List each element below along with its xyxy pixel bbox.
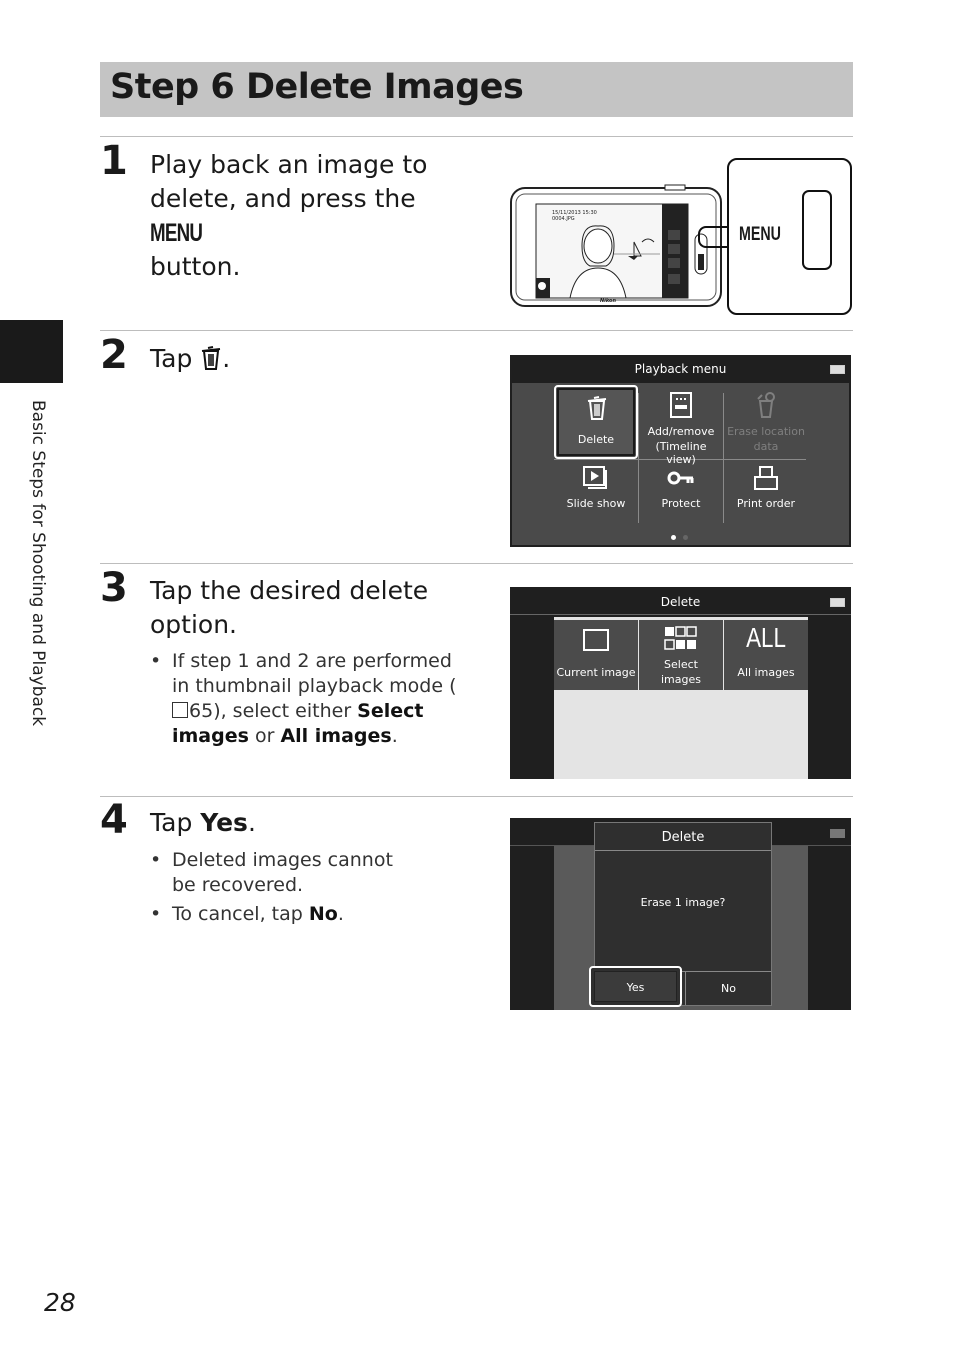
delete-option-label: All images xyxy=(737,666,795,679)
grid-icon xyxy=(664,626,697,650)
menu-item-slide-show[interactable]: Slide show xyxy=(554,461,638,521)
step-1-line2-text: delete, and press the xyxy=(150,184,416,213)
camera-date: 15/11/2013 15:30 xyxy=(552,210,597,216)
step-3-bullets: If step 1 and 2 are performed in thumbna… xyxy=(150,649,460,753)
menu-item-erase-location[interactable]: Erase location data xyxy=(724,385,808,457)
menu-item-label-2: (Timeline view) xyxy=(655,440,707,466)
step-4-text-a: Tap xyxy=(150,808,201,837)
step-number: 2 xyxy=(100,332,128,378)
menu-button-label: MENU xyxy=(739,224,781,245)
menu-callout-connector xyxy=(698,226,730,248)
playback-menu-title: Playback menu xyxy=(634,362,727,376)
playback-menu-screen: Playback menu Delete Add/remove (Timelin… xyxy=(510,355,851,547)
print-icon xyxy=(754,466,778,490)
delete-option-label-2: images xyxy=(661,673,701,686)
menu-button[interactable] xyxy=(802,190,832,270)
menu-item-label-2: data xyxy=(753,440,779,453)
delete-options-screen: Delete Current image Select images ALL A… xyxy=(510,587,851,779)
step-1-line1: Play back an image to xyxy=(150,150,428,179)
bullet-item: Deleted images cannot be recovered. xyxy=(150,848,420,898)
delete-option-current-image[interactable]: Current image xyxy=(554,620,638,690)
page-indicator-active[interactable] xyxy=(671,535,676,540)
delete-option-select-images[interactable]: Select images xyxy=(639,620,723,690)
battery-icon xyxy=(830,598,845,607)
divider xyxy=(100,136,853,137)
menu-item-label: Delete xyxy=(577,433,615,446)
camera-body: Nikon xyxy=(510,184,722,307)
page-indicator[interactable] xyxy=(683,535,688,540)
timeline-icon xyxy=(670,392,692,418)
camera-illustration: Nikon 15/11/2013 15:30 0004.JPG xyxy=(510,184,724,310)
step-2-text-a: Tap xyxy=(150,344,201,373)
bullet-item: If step 1 and 2 are performed in thumbna… xyxy=(150,649,460,749)
battery-icon xyxy=(830,365,845,374)
chapter-label: Basic Steps for Shooting and Playback xyxy=(28,400,50,760)
divider xyxy=(100,330,853,331)
step-3-line2: option. xyxy=(150,610,237,639)
battery-icon xyxy=(830,829,845,838)
delete-option-all-images[interactable]: ALL All images xyxy=(724,620,808,690)
no-button[interactable]: No xyxy=(721,982,736,995)
step-4-bullets: Deleted images cannot be recovered. To c… xyxy=(150,848,420,931)
step-1-line2: delete, and press the MENU xyxy=(150,182,480,250)
menu-item-label: Erase location xyxy=(727,425,805,438)
all-icon: ALL xyxy=(746,622,786,653)
step-4-text-bold: Yes xyxy=(200,808,248,837)
menu-glyph: MENU xyxy=(150,219,203,247)
yes-button-label: Yes xyxy=(594,971,677,1002)
slideshow-icon xyxy=(583,466,607,489)
delete-menu-title: Delete xyxy=(660,595,701,609)
step-number: 1 xyxy=(100,138,128,184)
step-3-line1: Tap the desired delete xyxy=(150,576,429,605)
divider xyxy=(100,796,853,797)
chapter-label-text: Basic Steps for Shooting and Playback xyxy=(28,400,48,727)
confirm-dialog-title: Delete xyxy=(661,830,705,845)
confirm-dialog-message: Erase 1 image? xyxy=(640,896,726,909)
step-4-text-b: . xyxy=(247,808,256,837)
menu-item-timeline[interactable]: Add/remove (Timeline view) xyxy=(639,385,723,466)
reference-icon xyxy=(172,702,188,718)
divider xyxy=(100,563,853,564)
step-1-text: Play back an image to delete, and press … xyxy=(150,148,480,284)
step-number: 4 xyxy=(100,797,128,843)
title-bar: Step 6 Delete Images xyxy=(100,62,853,117)
camera-file: 0004.JPG xyxy=(552,216,575,222)
menu-button-callout: MENU xyxy=(727,158,852,315)
menu-item-label: Slide show xyxy=(566,497,626,510)
menu-item-label: Print order xyxy=(736,497,796,510)
page-number: 28 xyxy=(44,1288,76,1317)
menu-item-label: Protect xyxy=(661,497,701,510)
step-number: 3 xyxy=(100,565,128,611)
menu-item-protect[interactable]: Protect xyxy=(639,461,723,521)
single-frame-icon xyxy=(583,629,609,651)
step-4-text: Tap Yes. xyxy=(150,806,480,840)
menu-item-delete[interactable]: Delete xyxy=(554,385,638,459)
page-title: Step 6 Delete Images xyxy=(110,67,524,107)
erase-location-icon xyxy=(757,392,775,418)
step-2-text: Tap . xyxy=(150,342,480,376)
delete-option-label: Current image xyxy=(556,666,636,679)
camera-brand: Nikon xyxy=(600,298,616,304)
bullet-item: To cancel, tap No. xyxy=(150,902,420,927)
key-icon xyxy=(667,471,694,485)
delete-option-label: Select xyxy=(664,658,698,671)
step-3-text: Tap the desired delete option. xyxy=(150,574,480,642)
menu-item-print-order[interactable]: Print order xyxy=(724,461,808,521)
yes-button[interactable]: Yes xyxy=(589,966,682,1007)
confirm-delete-screen: Delete Erase 1 image? No Yes xyxy=(510,818,851,1010)
step-2-text-b: . xyxy=(222,344,231,373)
menu-item-label: Add/remove xyxy=(647,425,715,438)
trash-icon xyxy=(202,346,221,370)
chapter-tab xyxy=(0,320,63,383)
step-1-line3: button. xyxy=(150,252,241,281)
trash-icon xyxy=(587,396,607,420)
